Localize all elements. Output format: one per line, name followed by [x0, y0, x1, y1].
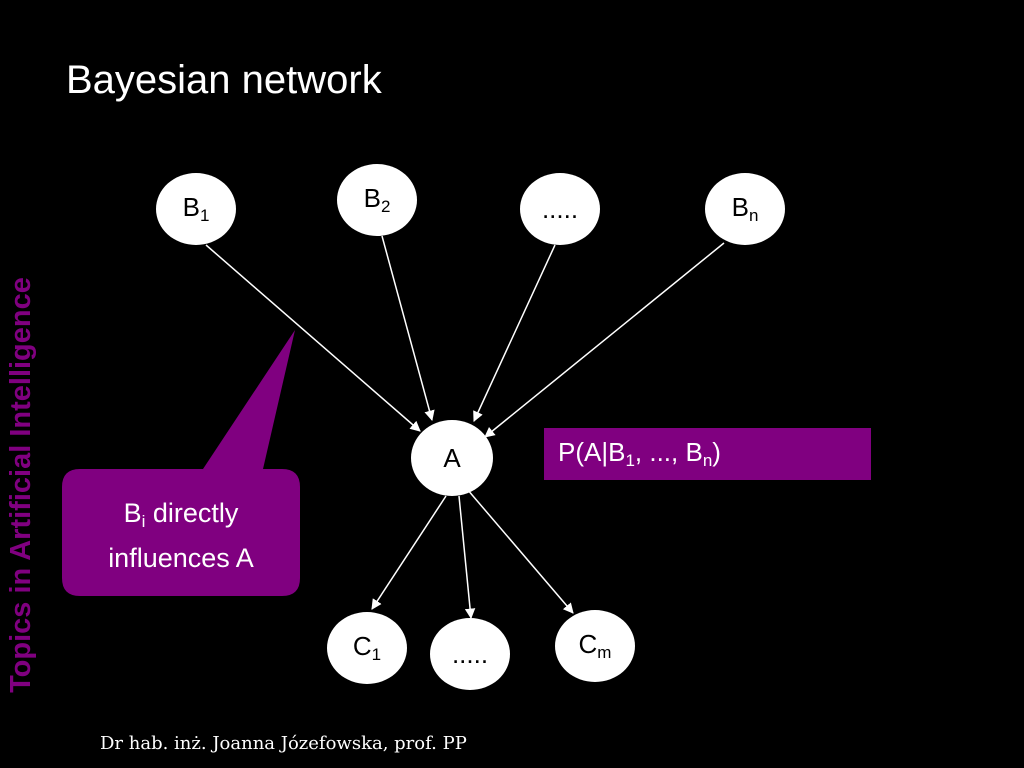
edge-b2-a: [381, 235, 435, 422]
node-c1-label: C1: [352, 631, 382, 664]
node-c1: C1: [327, 612, 407, 684]
conditional-probability-box: P(A|B1, ..., Bn): [544, 428, 871, 480]
edge-a-c1: [371, 495, 447, 610]
callout-text: Bi directly influences A: [62, 495, 300, 576]
node-cm-label: Cm: [578, 629, 612, 662]
page-title: Bayesian network: [66, 58, 382, 102]
callout-line-1: Bi directly: [123, 498, 239, 531]
node-b1-label: B1: [182, 192, 210, 225]
callout-bubble: [62, 330, 300, 596]
node-b2: B2: [337, 164, 417, 236]
conditional-probability-label: P(A|B1, ..., Bn): [558, 437, 721, 470]
callout-line-2: influences A: [108, 543, 254, 573]
edge-bn-a: [484, 242, 725, 438]
edge-a-cellipsis: [458, 495, 476, 620]
edge-a-cm: [466, 488, 574, 614]
edge-b1-a: [205, 244, 421, 432]
node-b-ellipsis: .....: [520, 173, 600, 245]
node-a-label: A: [443, 443, 461, 473]
edge-bellipsis-a: [473, 244, 556, 422]
footer-author: Dr hab. inż. Joanna Józefowska, prof. PP: [100, 733, 467, 754]
side-label: Topics in Artificial Intelligence: [5, 277, 37, 693]
node-b-ellipsis-label: .....: [541, 194, 579, 224]
node-b2-label: B2: [363, 183, 391, 216]
node-c-ellipsis: .....: [430, 618, 510, 690]
node-bn: Bn: [705, 173, 785, 245]
node-a: A: [411, 420, 493, 496]
node-b1: B1: [156, 173, 236, 245]
node-bn-label: Bn: [731, 192, 759, 225]
node-c-ellipsis-label: .....: [451, 639, 489, 669]
node-cm: Cm: [555, 610, 635, 682]
